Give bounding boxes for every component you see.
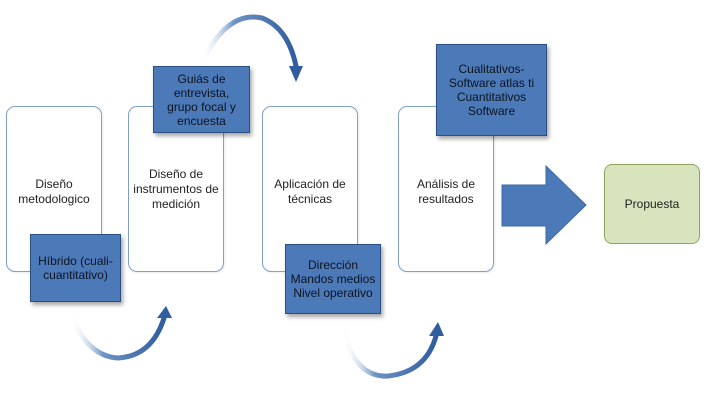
proposal-box: Propuesta <box>604 164 700 244</box>
tag-cualitativos: Cualitativos- Software atlas ti Cuantita… <box>436 44 547 136</box>
tag-hibrido: Híbrido (cuali-cuantitativo) <box>30 234 121 302</box>
stage-card-diseno-instrumentos: Diseño de instrumentos de medición <box>128 106 224 272</box>
stage-label: Aplicación de técnicas <box>274 177 346 206</box>
curved-arrow-icon <box>67 306 172 361</box>
tag-label: Dirección Mandos medios Nivel operativo <box>290 258 376 300</box>
stage-label: Diseño de instrumentos de medición <box>133 167 219 211</box>
tag-label: Híbrido (cuali-cuantitativo) <box>38 254 113 282</box>
tag-direccion: Dirección Mandos medios Nivel operativo <box>285 244 381 314</box>
proposal-label: Propuesta <box>624 197 680 211</box>
curved-arrow-icon <box>197 14 303 82</box>
tag-label: Guiás de entrevista, grupo focal y encue… <box>167 71 236 128</box>
stage-label: Análisis de resultados <box>416 177 476 206</box>
right-arrow-icon <box>501 164 587 246</box>
stage-label: Diseño metodologico <box>18 177 90 206</box>
tag-guias: Guiás de entrevista, grupo focal y encue… <box>153 66 250 133</box>
tag-label: Cualitativos- Software atlas ti Cuantita… <box>448 62 535 118</box>
curved-arrow-icon <box>339 322 444 379</box>
